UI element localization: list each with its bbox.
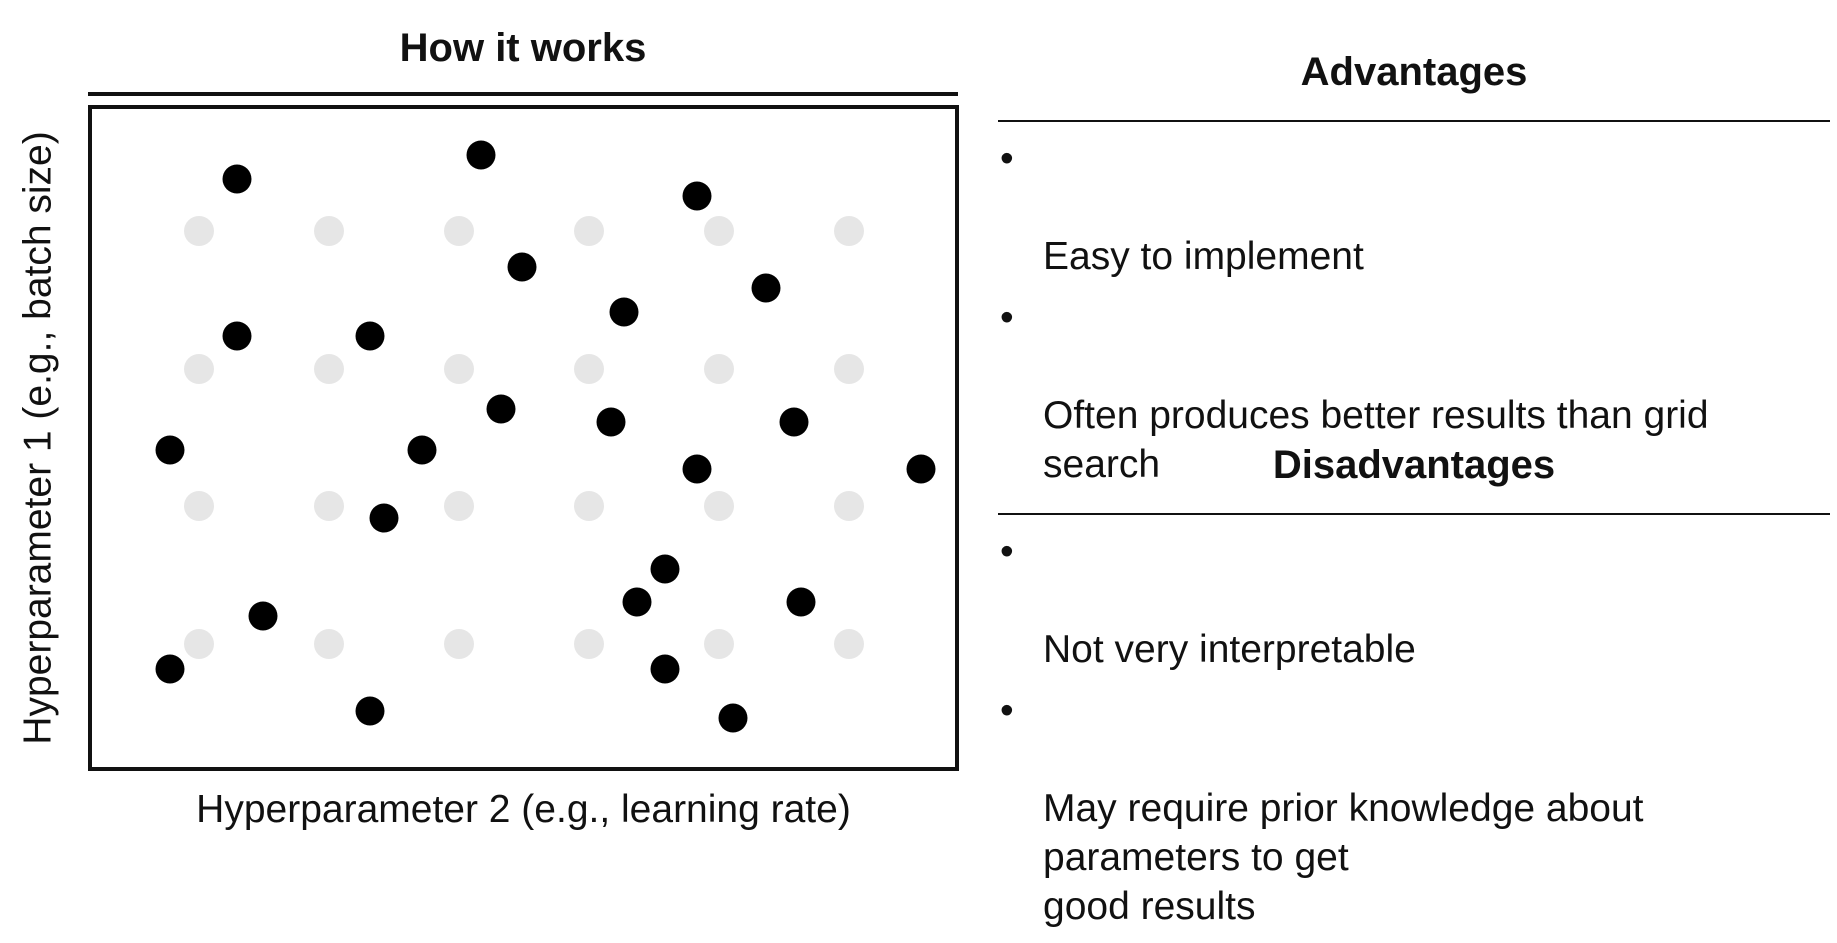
disadvantages-rule <box>998 513 1830 515</box>
grid-point <box>444 629 474 659</box>
grid-point <box>574 491 604 521</box>
list-item: • Not very interpretable <box>998 527 1830 674</box>
sampled-point <box>622 587 652 617</box>
how-it-works-title: How it works <box>399 26 647 70</box>
advantages-rule <box>998 120 1830 122</box>
grid-point <box>834 354 864 384</box>
grid-point <box>704 354 734 384</box>
grid-point <box>574 216 604 246</box>
sampled-point <box>609 297 639 327</box>
grid-point <box>704 491 734 521</box>
sampled-point <box>650 654 680 684</box>
bullet-icon: • <box>1000 296 1014 339</box>
sampled-point <box>222 164 252 194</box>
sampled-point <box>369 503 399 533</box>
plot-frame <box>88 105 959 771</box>
list-item: • Easy to implement <box>998 134 1830 281</box>
sampled-point <box>355 321 385 351</box>
grid-point <box>834 216 864 246</box>
grid-points <box>184 216 864 659</box>
disadvantage-text: May require prior knowledge about parame… <box>1043 787 1644 928</box>
grid-point <box>184 216 214 246</box>
advantages-section: Advantages • Easy to implement • Often p… <box>998 52 1830 501</box>
sampled-point <box>786 587 816 617</box>
sampled-point <box>682 454 712 484</box>
sampled-points <box>155 140 936 733</box>
grid-point <box>444 491 474 521</box>
disadvantages-section: Disadvantages • Not very interpretable •… <box>998 445 1830 943</box>
sampled-point <box>466 140 496 170</box>
sampled-point <box>779 407 809 437</box>
grid-point <box>834 629 864 659</box>
sampled-point <box>718 703 748 733</box>
disadvantage-text: Not very interpretable <box>1043 628 1416 671</box>
sampled-point <box>222 321 252 351</box>
grid-point <box>444 216 474 246</box>
grid-point <box>574 354 604 384</box>
y-axis-label: Hyperparameter 1 (e.g., batch size) <box>16 131 60 745</box>
sampled-point <box>407 435 437 465</box>
random-search-plot <box>88 105 959 771</box>
bullet-icon: • <box>1000 689 1014 732</box>
sampled-point <box>486 394 516 424</box>
advantage-text: Often produces better results than grid … <box>1043 394 1709 486</box>
sampled-point <box>906 454 936 484</box>
how-it-works-rule <box>88 92 958 96</box>
disadvantages-list: • Not very interpretable • May require p… <box>998 527 1830 931</box>
x-axis-label: Hyperparameter 2 (e.g., learning rate) <box>196 788 851 831</box>
grid-point <box>444 354 474 384</box>
grid-point <box>184 354 214 384</box>
grid-point <box>314 216 344 246</box>
random-search-svg <box>88 105 959 771</box>
sampled-point <box>596 407 626 437</box>
advantages-title: Advantages <box>1300 50 1528 94</box>
grid-point <box>184 491 214 521</box>
grid-point <box>704 216 734 246</box>
grid-point <box>184 629 214 659</box>
grid-point <box>314 629 344 659</box>
grid-point <box>314 354 344 384</box>
grid-point <box>314 491 344 521</box>
list-item: • Often produces better results than gri… <box>998 293 1830 489</box>
grid-point <box>704 629 734 659</box>
advantage-text: Easy to implement <box>1043 235 1364 278</box>
grid-point <box>834 491 864 521</box>
list-item: • May require prior knowledge about para… <box>998 686 1830 931</box>
sampled-point <box>155 654 185 684</box>
sampled-point <box>682 181 712 211</box>
sampled-point <box>355 696 385 726</box>
bullet-icon: • <box>1000 530 1014 573</box>
sampled-point <box>507 252 537 282</box>
disadvantages-title: Disadvantages <box>1272 443 1556 487</box>
sampled-point <box>650 554 680 584</box>
sampled-point <box>751 273 781 303</box>
grid-point <box>574 629 604 659</box>
bullet-icon: • <box>1000 137 1014 180</box>
sampled-point <box>155 435 185 465</box>
advantages-list: • Easy to implement • Often produces bet… <box>998 134 1830 489</box>
sampled-point <box>248 601 278 631</box>
